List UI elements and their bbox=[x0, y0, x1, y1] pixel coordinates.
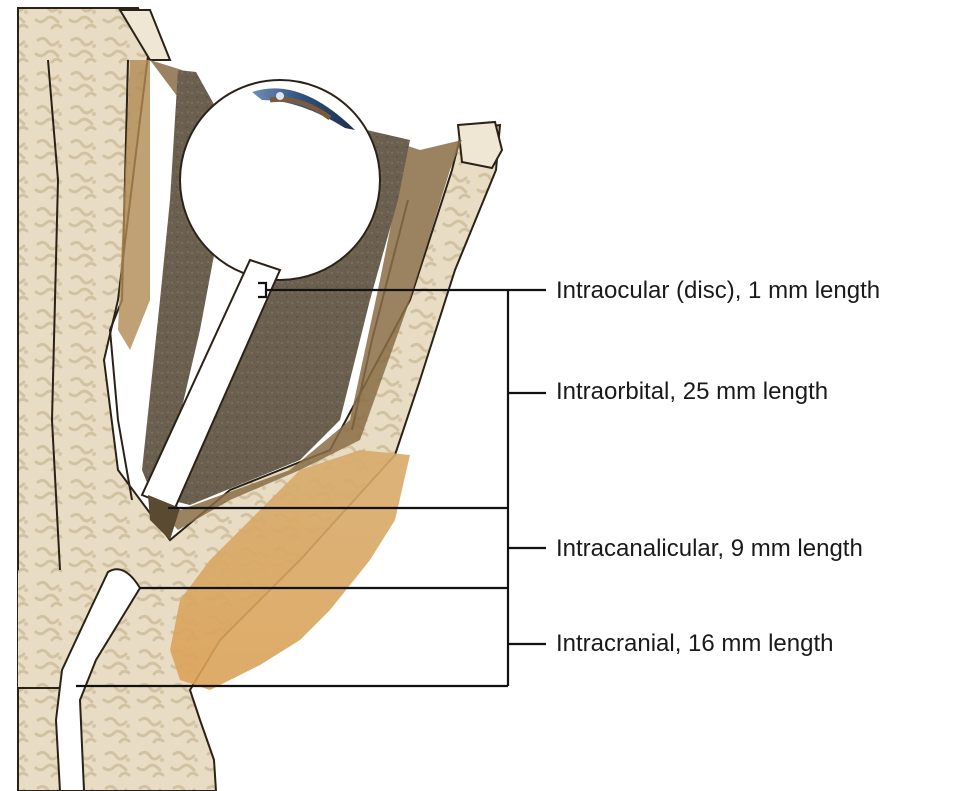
eyeball bbox=[180, 80, 380, 280]
label-intracranial: Intracranial, 16 mm length bbox=[556, 630, 833, 658]
label-intraocular: Intraocular (disc), 1 mm length bbox=[556, 277, 880, 305]
label-intraorbital: Intraorbital, 25 mm length bbox=[556, 378, 828, 406]
label-intracanalicular: Intracanalicular, 9 mm length bbox=[556, 535, 863, 563]
